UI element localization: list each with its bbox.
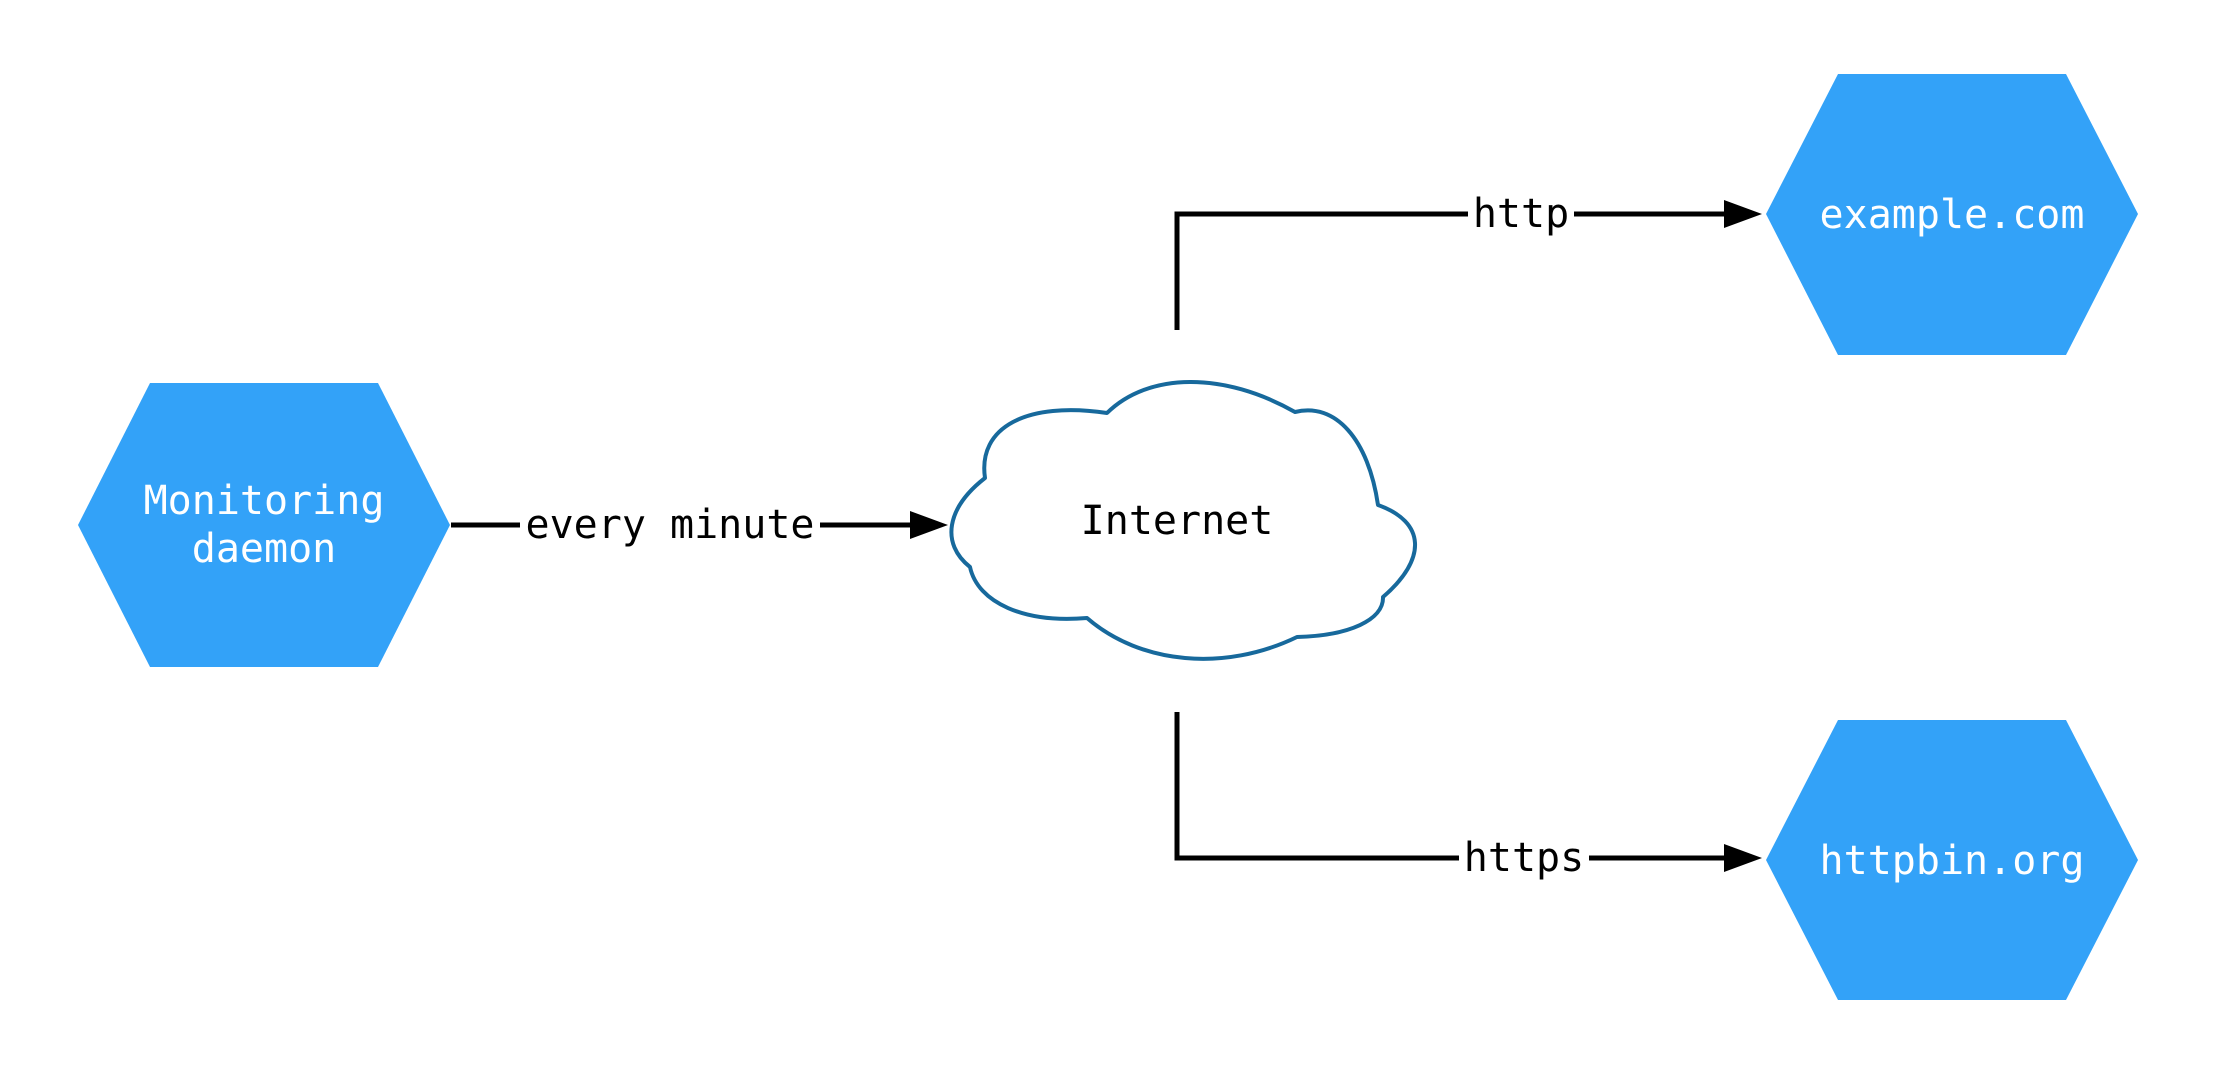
arrowhead-icon [910,511,948,539]
edge-label: https [1464,835,1584,881]
node-httpbin-org: httpbin.org [1766,720,2138,1000]
node-internet: Internet [949,380,1417,661]
node-label-line1: Monitoring [144,478,385,524]
edge-https: https [1174,712,1762,881]
node-monitoring-daemon: Monitoring daemon [78,383,450,667]
edge-label: every minute [526,502,815,548]
node-label: example.com [1820,192,2085,238]
hexagon-shape [1766,720,2138,1000]
hexagon-shape [1766,74,2138,355]
edge-http: http [1174,191,1762,330]
node-label: Internet [1081,498,1274,544]
edge-label: http [1473,191,1569,237]
edge-line-segment [1174,712,1459,861]
node-label: httpbin.org [1820,838,2085,884]
edge-line-segment [1174,211,1468,330]
arrowhead-icon [1724,844,1762,872]
cloud-shape [949,380,1417,661]
arrowhead-icon [1724,200,1762,228]
hexagon-shape [78,383,450,667]
node-label-line2: daemon [192,526,337,572]
node-example-com: example.com [1766,74,2138,355]
edge-every-minute: every minute [451,502,948,548]
